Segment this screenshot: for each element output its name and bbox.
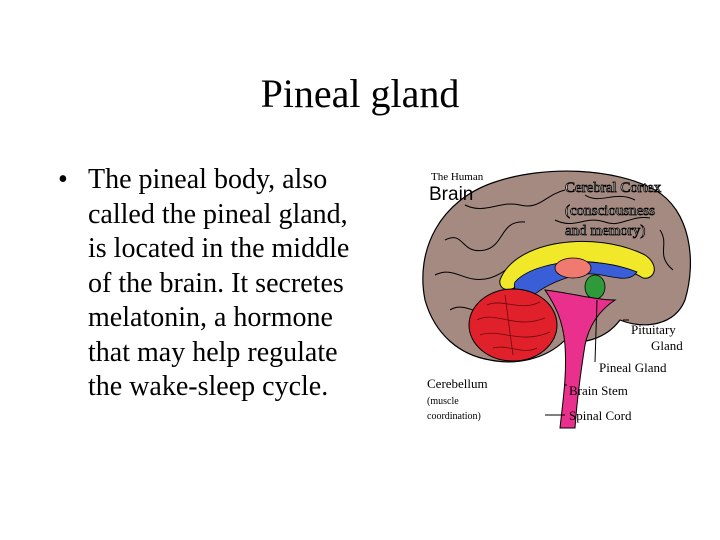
pituitary-label-line1: Pituitary — [631, 322, 676, 337]
thalamus-shape — [554, 257, 592, 279]
cerebellum-label-line3: coordination) — [427, 411, 481, 422]
bullet-text: The pineal body, also called the pineal … — [88, 164, 350, 402]
cortex-label-line3: and memory) — [565, 223, 645, 239]
pineal-label: Pineal Gland — [599, 360, 667, 375]
cerebellum-shape — [468, 288, 558, 362]
brain-illustration: The Human Brain Cerebral Cortex (conscio… — [422, 170, 691, 429]
cortex-label-line2: (consciousness — [565, 203, 655, 219]
cerebellum-label-line1: Cerebellum — [427, 376, 488, 391]
brainstem-label: Brain Stem — [569, 383, 628, 398]
pineal-gland-shape — [584, 274, 606, 300]
pointer-lines — [545, 299, 629, 416]
brainstem-shape — [543, 289, 617, 429]
bullet-item: • The pineal body, also called the pinea… — [58, 163, 398, 405]
pituitary-label-line2: Gland — [651, 338, 683, 353]
diagram-heading-small: The Human — [431, 171, 484, 183]
bullet-marker: • — [58, 164, 68, 195]
spinalcord-label: Spinal Cord — [569, 408, 632, 423]
brain-diagram: The Human Brain Cerebral Cortex (conscio… — [405, 160, 705, 430]
cortex-label-line1: Cerebral Cortex — [565, 180, 662, 196]
slide-title: Pineal gland — [260, 71, 460, 116]
cerebellum-label-line2: (muscle — [427, 396, 459, 407]
diagram-heading-large: Brain — [429, 184, 473, 205]
